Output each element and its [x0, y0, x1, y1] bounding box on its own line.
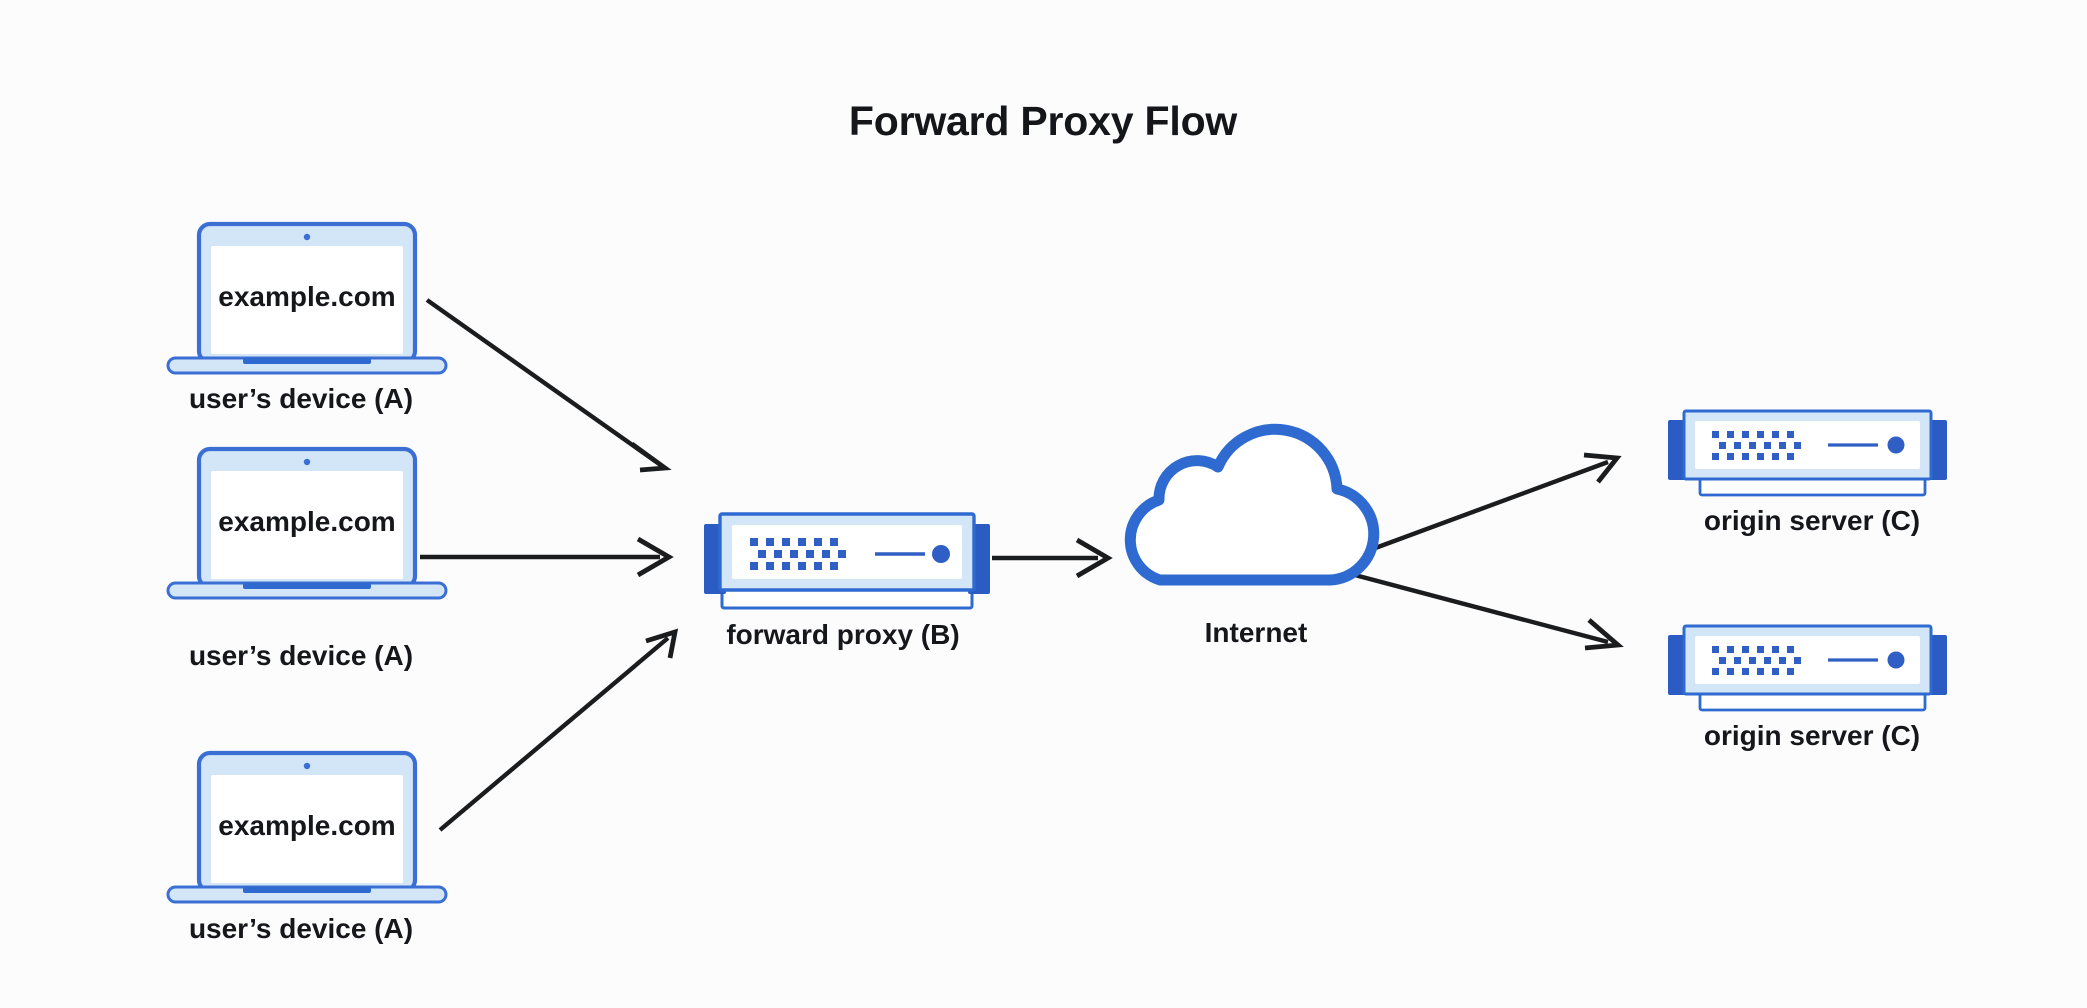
laptop-client-2: example.com user’s device (A)	[166, 446, 448, 671]
laptop-notch	[243, 358, 371, 364]
node-label-origin-1: origin server (C)	[1704, 505, 1920, 536]
laptop-icon	[166, 750, 448, 904]
laptop-icon	[166, 221, 448, 375]
server-icon	[1668, 409, 1947, 497]
laptop-notch	[243, 887, 371, 893]
server-led-grid	[1712, 431, 1801, 460]
server-origin-2: origin server (C)	[1668, 624, 1947, 751]
laptop-client-1: example.com user’s device (A)	[166, 221, 448, 414]
laptop-screen	[211, 775, 403, 883]
cloud-icon	[1124, 423, 1380, 586]
node-label-forward-proxy: forward proxy (B)	[726, 619, 959, 650]
server-icon	[1668, 624, 1947, 712]
server-panel	[1695, 636, 1920, 684]
internet-node: Internet	[1124, 423, 1380, 648]
arrow-proxy-to-internet	[992, 537, 1113, 579]
laptop-screen	[211, 471, 403, 579]
server-led-grid	[1712, 646, 1801, 675]
laptop-screen-text: example.com	[218, 810, 395, 841]
server-forward-proxy: forward proxy (B)	[704, 512, 990, 650]
node-label-internet: Internet	[1205, 617, 1308, 648]
server-origin-1: origin server (C)	[1668, 409, 1947, 536]
server-status-dot	[1887, 651, 1905, 669]
server-status-dot	[932, 545, 950, 563]
laptop-screen-text: example.com	[218, 506, 395, 537]
laptop-camera-icon	[303, 233, 311, 241]
node-label-client-3: user’s device (A)	[189, 913, 413, 944]
node-label-client-2: user’s device (A)	[189, 640, 413, 671]
laptop-screen	[211, 246, 403, 354]
laptop-camera-icon	[303, 762, 311, 770]
connector-group	[420, 298, 1624, 832]
server-panel	[732, 525, 962, 579]
node-label-origin-2: origin server (C)	[1704, 720, 1920, 751]
page-title: Forward Proxy Flow	[849, 98, 1238, 144]
arrow-client1-to-proxy	[425, 298, 672, 473]
laptop-client-3: example.com user’s device (A)	[166, 750, 448, 944]
laptop-camera-icon	[303, 458, 311, 466]
node-label-client-1: user’s device (A)	[189, 383, 413, 414]
laptop-icon	[166, 446, 448, 600]
laptop-notch	[243, 583, 371, 589]
server-panel	[1695, 421, 1920, 469]
arrow-client3-to-proxy	[438, 628, 679, 832]
arrow-internet-to-origin1	[1350, 452, 1622, 560]
laptop-screen-text: example.com	[218, 281, 395, 312]
server-led-grid	[750, 538, 846, 570]
arrow-client2-to-proxy	[420, 536, 674, 578]
arrow-internet-to-origin2	[1350, 571, 1624, 651]
server-status-dot	[1887, 436, 1905, 454]
server-icon	[704, 512, 990, 610]
